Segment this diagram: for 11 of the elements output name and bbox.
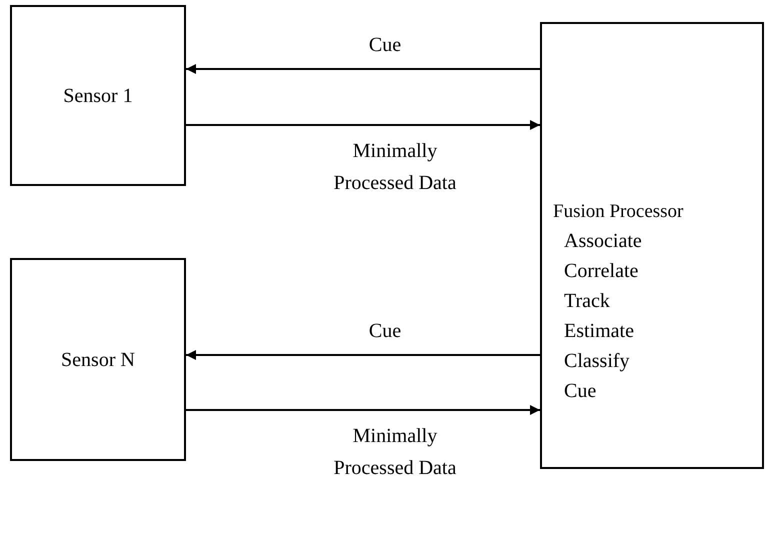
sensor-label: Sensor 1 [62, 84, 134, 108]
arrow [186, 350, 540, 360]
function-list: Associate Correlate Track Estimate Classify Cue [564, 226, 642, 406]
sensor-box [10, 258, 186, 461]
arrow [186, 405, 540, 415]
arrow [186, 120, 540, 130]
processor-box [540, 22, 764, 469]
sensor-label: Sensor N [60, 348, 136, 372]
sensor-box [10, 5, 186, 186]
processor-title: Fusion Processor [553, 200, 684, 224]
arrow [186, 64, 540, 74]
